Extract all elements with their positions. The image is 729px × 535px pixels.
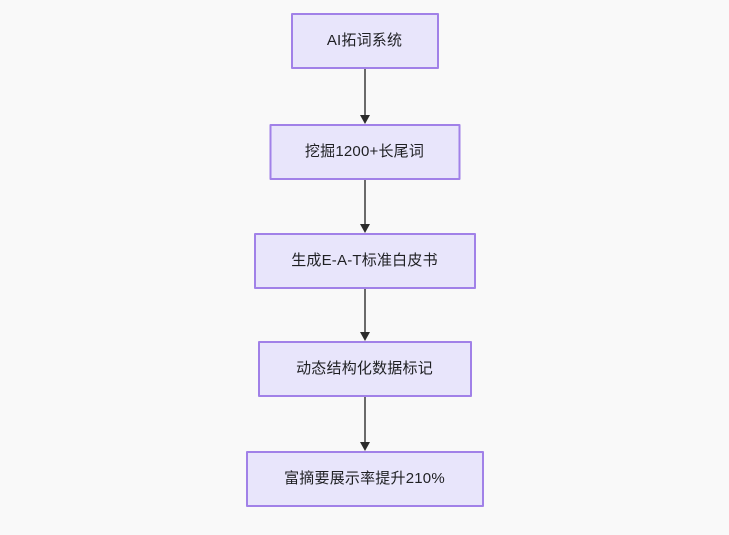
- edge-line: [363, 289, 366, 332]
- flow-node-ai-keyword-system[interactable]: AI拓词系统: [290, 13, 439, 69]
- arrowhead-down-icon: [359, 224, 370, 233]
- flow-edge-n3-n4: [358, 397, 372, 451]
- flow-node-label: 富摘要展示率提升210%: [284, 470, 445, 487]
- edge-line: [363, 180, 366, 224]
- flow-node-label: 生成E-A-T标准白皮书: [291, 252, 438, 269]
- flow-node-label: 动态结构化数据标记: [296, 360, 433, 377]
- flow-edge-n0-n1: [358, 69, 372, 124]
- flow-node-rich-snippet-impression-rate[interactable]: 富摘要展示率提升210%: [245, 451, 484, 507]
- flow-node-label: AI拓词系统: [326, 32, 403, 49]
- arrowhead-down-icon: [359, 332, 370, 341]
- flow-edge-n1-n2: [358, 180, 372, 233]
- flow-edge-n2-n3: [358, 289, 372, 341]
- edge-line: [363, 69, 366, 115]
- edge-line: [363, 397, 366, 442]
- flow-node-label: 挖掘1200+长尾词: [304, 143, 425, 160]
- flow-node-generate-eat-whitepaper[interactable]: 生成E-A-T标准白皮书: [253, 233, 476, 289]
- flow-node-dynamic-structured-data-markup[interactable]: 动态结构化数据标记: [257, 341, 472, 397]
- flow-node-mine-longtail-keywords[interactable]: 挖掘1200+长尾词: [269, 124, 460, 180]
- arrowhead-down-icon: [359, 115, 370, 124]
- arrowhead-down-icon: [359, 442, 370, 451]
